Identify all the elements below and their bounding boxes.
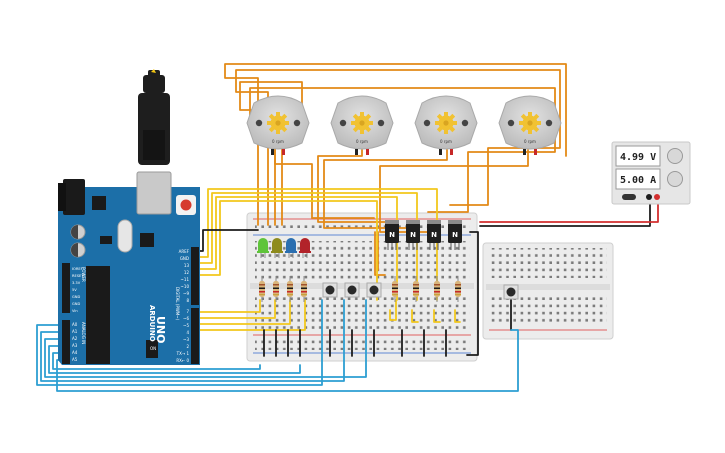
npn-transistor[interactable]: N (427, 220, 441, 250)
arduino-pin-label: 12 (184, 270, 190, 275)
dc-motor[interactable]: 0 rpm (246, 95, 310, 155)
arduino-uno-board[interactable]: ARDUINO UNO POWER ANALOG IN DIGITAL (PWM… (58, 69, 200, 365)
digital-header-top (191, 247, 199, 305)
transistor-label: N (389, 231, 395, 239)
motor-rpm-label: 0 rpm (356, 139, 368, 144)
arduino-pin-label: ~6 (183, 316, 189, 321)
arduino-pin-label: A1 (72, 329, 78, 334)
power-supply[interactable]: 4.99 V 5.00 A (611, 141, 691, 205)
arduino-pin-label: ~3 (183, 337, 189, 342)
arduino-pin-label: GND (72, 295, 80, 299)
arduino-pin-label: 5V (72, 288, 77, 292)
dc-motor[interactable]: 0 rpm (414, 95, 478, 155)
resistor[interactable] (455, 276, 461, 302)
voltage-knob[interactable] (667, 148, 683, 164)
arduino-pin-label: GND (180, 256, 189, 261)
arduino-pin-label: IOREF (72, 267, 83, 271)
gear-icon (267, 112, 289, 134)
led[interactable] (271, 238, 283, 258)
power-supply-current: 5.00 A (620, 175, 656, 186)
arduino-pin-label: A4 (72, 350, 78, 355)
digital-header-label: DIGITAL (PWM~) (175, 287, 180, 321)
dc-motor[interactable]: 0 rpm (330, 95, 394, 155)
arduino-pin-label: A2 (72, 336, 78, 341)
transistor-label: N (431, 231, 437, 239)
analog-header-label: ANALOG IN (81, 322, 86, 344)
positive-terminal (654, 194, 660, 200)
arduino-pin-label: 3.3V (72, 281, 81, 285)
led[interactable] (299, 238, 311, 258)
arduino-pin-label: ~5 (183, 323, 189, 328)
dc-motor[interactable]: 0 rpm (498, 95, 562, 155)
resistors (259, 276, 461, 302)
breadboard-main (246, 212, 478, 362)
push-button[interactable] (344, 282, 360, 298)
resistor[interactable] (273, 276, 279, 302)
npn-transistor[interactable]: N (406, 220, 420, 250)
power-header-label: POWER (81, 267, 86, 282)
arduino-pin-label: TX→ 1 (176, 351, 190, 356)
arduino-brand-label: ARDUINO (148, 305, 156, 342)
atmega-chip (86, 266, 110, 364)
breadboard-small (482, 242, 614, 340)
resistor[interactable] (259, 276, 265, 302)
arduino-pin-label: ~10 (181, 284, 190, 289)
gear-icon (351, 112, 373, 134)
analog-header (62, 320, 70, 364)
leds (257, 238, 311, 258)
power-supply-voltage: 4.99 V (620, 152, 656, 163)
push-button[interactable] (503, 284, 519, 300)
dc-motors: 0 rpm 0 rpm 0 rpm 0 rpm (246, 95, 562, 155)
arduino-pin-label: RX← 0 (176, 358, 189, 363)
arduino-pin-label: A5 (72, 357, 78, 362)
resistor[interactable] (301, 276, 307, 302)
resistor[interactable] (413, 276, 419, 302)
arduino-pin-label: 4 (186, 330, 189, 335)
gear-icon (435, 112, 457, 134)
power-header (62, 263, 70, 313)
arduino-pin-label: 7 (186, 309, 189, 314)
on-led-label: ON (150, 346, 156, 351)
arduino-pin-label: Vin (72, 309, 78, 313)
arduino-pin-label: ~9 (183, 291, 189, 296)
push-buttons (322, 282, 519, 300)
arduino-pin-label: AREF (179, 249, 190, 254)
power-switch[interactable] (622, 194, 636, 200)
arduino-pin-label: A0 (72, 322, 78, 327)
push-button[interactable] (322, 282, 338, 298)
led[interactable] (257, 238, 269, 258)
arduino-pin-label: 8 (186, 298, 189, 303)
usb-port (136, 171, 172, 215)
arduino-pin-label: 13 (184, 263, 190, 268)
arduino-pin-label: RESET (72, 274, 84, 278)
arduino-pin-label: GND (72, 302, 80, 306)
push-button[interactable] (366, 282, 382, 298)
current-knob[interactable] (667, 171, 683, 187)
arduino-pin-label: ~11 (181, 277, 190, 282)
transistor-label: N (452, 231, 458, 239)
led[interactable] (285, 238, 297, 258)
motor-rpm-label: 0 rpm (524, 139, 536, 144)
npn-transistor[interactable]: N (385, 220, 399, 250)
dc-power-jack (63, 179, 85, 215)
arduino-pin-label: A3 (72, 343, 78, 348)
digital-header-bottom (191, 308, 199, 364)
transistor-label: N (410, 231, 416, 239)
resistor[interactable] (392, 276, 398, 302)
motor-rpm-label: 0 rpm (440, 139, 452, 144)
resistor[interactable] (287, 276, 293, 302)
arduino-pin-label: 2 (186, 344, 189, 349)
arduino-model-label: UNO (154, 316, 167, 344)
motor-rpm-label: 0 rpm (272, 139, 284, 144)
usb-plug-cap (143, 75, 165, 93)
resistor[interactable] (434, 276, 440, 302)
npn-transistor[interactable]: N (448, 220, 462, 250)
gear-icon (519, 112, 541, 134)
negative-terminal (646, 194, 652, 200)
